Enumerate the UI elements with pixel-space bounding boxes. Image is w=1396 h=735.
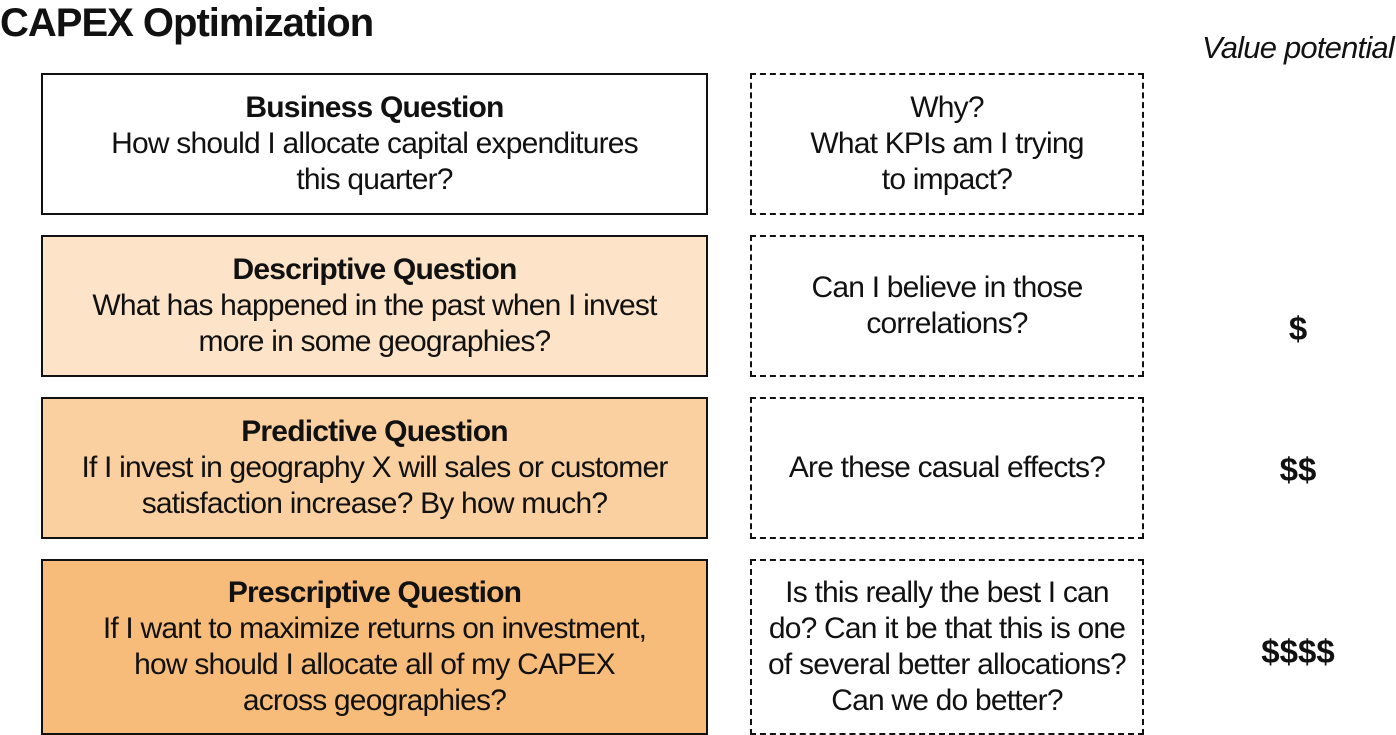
- predictive-value-potential: $$: [1279, 451, 1317, 488]
- descriptive-value-potential: $: [1288, 310, 1308, 347]
- descriptive-question-box: Descriptive Question What has happened i…: [41, 235, 708, 377]
- descriptive-reflection-text: Can I believe in those correlations?: [811, 271, 1084, 340]
- prescriptive-reflection-text: Is this really the best I can do? Can it…: [768, 576, 1127, 717]
- predictive-question-text: If I invest in geography X will sales or…: [81, 451, 668, 520]
- prescriptive-question-text: If I want to maximize returns on investm…: [102, 612, 647, 717]
- descriptive-reflection-box: Can I believe in those correlations?: [750, 235, 1144, 377]
- predictive-question-heading: Predictive Question: [241, 415, 508, 448]
- value-potential-header: Value potential: [1202, 30, 1395, 65]
- descriptive-question-heading: Descriptive Question: [232, 253, 517, 286]
- business-question-heading: Business Question: [245, 91, 504, 124]
- prescriptive-question-heading: Prescriptive Question: [227, 576, 522, 609]
- page-title: CAPEX Optimization: [0, 1, 374, 45]
- descriptive-question-text: What has happened in the past when I inv…: [92, 289, 657, 358]
- predictive-question-box: Predictive Question If I invest in geogr…: [41, 397, 708, 539]
- business-reflection-box: Why? What KPIs am I trying to impact?: [750, 73, 1144, 215]
- business-question-box: Business Question How should I allocate …: [41, 73, 708, 215]
- business-reflection-text: Why? What KPIs am I trying to impact?: [810, 91, 1084, 196]
- prescriptive-value-potential: $$$$: [1261, 633, 1335, 670]
- prescriptive-reflection-box: Is this really the best I can do? Can it…: [750, 559, 1144, 735]
- predictive-reflection-text: Are these casual effects?: [788, 451, 1106, 484]
- business-question-text: How should I allocate capital expenditur…: [111, 127, 639, 196]
- prescriptive-question-box: Prescriptive Question If I want to maxim…: [41, 559, 708, 735]
- predictive-reflection-box: Are these casual effects?: [750, 397, 1144, 539]
